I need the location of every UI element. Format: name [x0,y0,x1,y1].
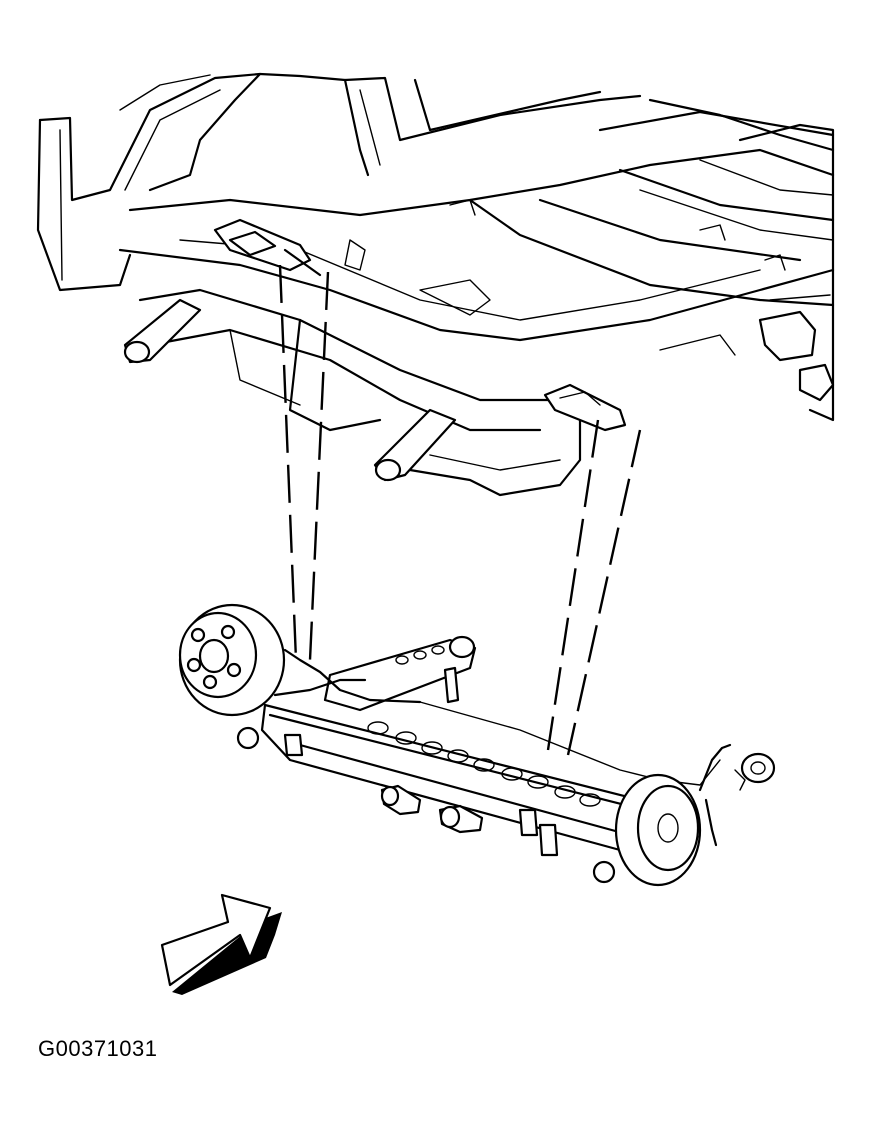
left-brake-drum [178,603,286,717]
vehicle-underbody [36,72,835,497]
right-brake-drum [614,773,702,887]
mounting-bolts [236,726,616,884]
front-direction-arrow-icon [160,893,282,995]
axle-beam-holes [367,721,601,807]
rear-axle-assembly [178,603,776,887]
figure-id-label: G00371031 [38,1036,158,1061]
alignment-guide-lines [278,264,642,756]
